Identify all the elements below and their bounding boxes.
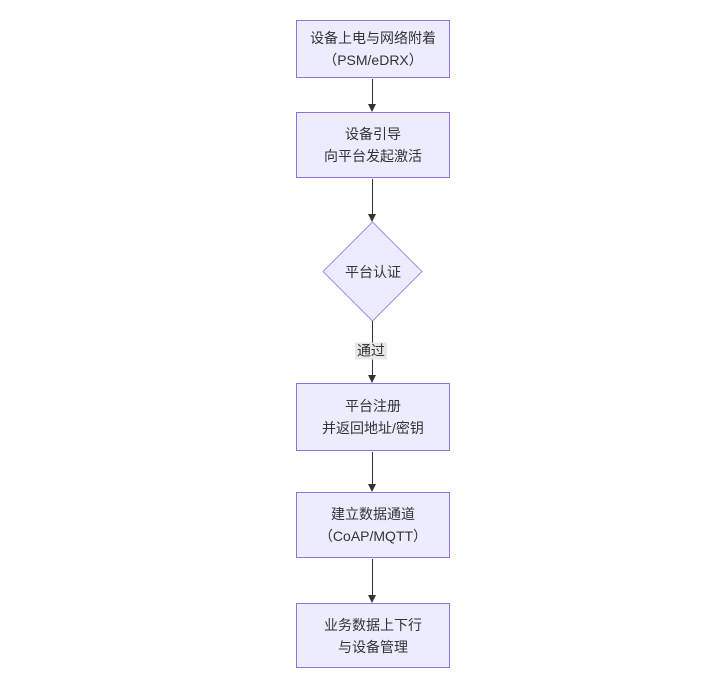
node-device-bootstrap: 设备引导 向平台发起激活	[296, 112, 450, 178]
edge-line	[372, 79, 373, 104]
node-text-line: （CoAP/MQTT）	[318, 528, 428, 544]
arrowhead-down-icon	[368, 595, 376, 603]
node-text-line: 业务数据上下行	[324, 616, 422, 633]
arrowhead-down-icon	[368, 104, 376, 112]
arrowhead-down-icon	[368, 484, 376, 492]
node-text-line: 并返回地址/密钥	[322, 420, 424, 436]
node-text-line: 与设备管理	[338, 638, 408, 655]
node-platform-register: 平台注册 并返回地址/密钥	[296, 383, 450, 451]
edge-line	[372, 179, 373, 214]
arrowhead-down-icon	[368, 375, 376, 383]
node-text-line: （PSM/eDRX）	[323, 52, 423, 68]
node-business-data: 业务数据上下行 与设备管理	[296, 603, 450, 668]
node-data-channel: 建立数据通道 （CoAP/MQTT）	[296, 492, 450, 558]
arrowhead-down-icon	[368, 214, 376, 222]
node-text-line: 向平台发起激活	[324, 148, 422, 164]
edge-line	[372, 559, 373, 595]
node-text-line: 建立数据通道	[331, 506, 415, 522]
node-text-line: 设备引导	[345, 126, 401, 142]
node-device-power-attach: 设备上电与网络附着 （PSM/eDRX）	[296, 20, 450, 78]
node-text-line: 设备上电与网络附着	[310, 30, 436, 46]
edge-label-pass: 通过	[355, 342, 387, 360]
node-text-line: 平台注册	[345, 398, 401, 414]
node-platform-auth-label: 平台认证	[345, 264, 401, 280]
edge-line	[372, 452, 373, 484]
